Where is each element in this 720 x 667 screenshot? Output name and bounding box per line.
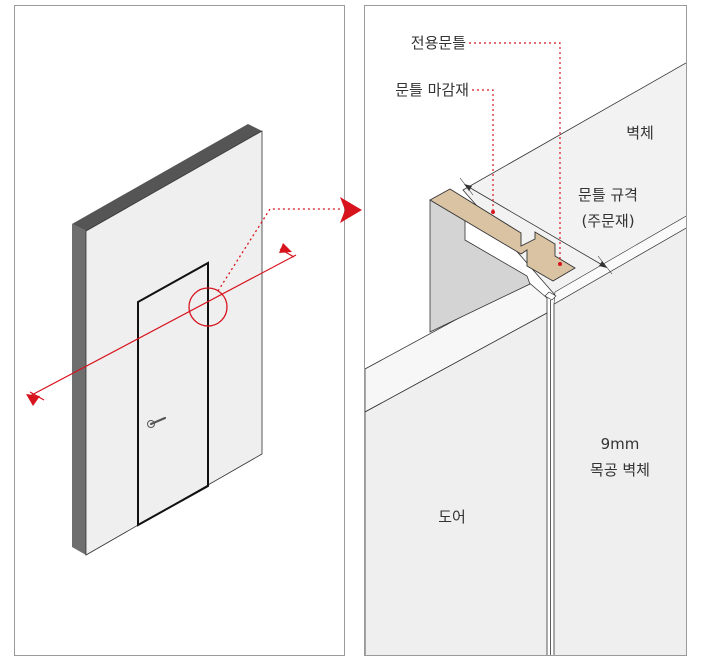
frame-profile (429, 188, 576, 282)
dimension-arrow-end-icon (599, 261, 607, 268)
left-panel (14, 5, 345, 656)
detail-callout-circle (188, 287, 228, 327)
frame-spec-dimension-line (466, 185, 605, 267)
frame-finish-leader (472, 89, 494, 210)
label-wall: 벽체 (626, 124, 654, 142)
label-dedicated-frame: 전용문틀 (411, 34, 466, 52)
section-arrow-right-icon (279, 243, 292, 253)
panel-connector-arrow-icon (340, 197, 362, 223)
label-door: 도어 (438, 508, 466, 526)
wall-top-edge (72, 124, 262, 231)
gap-notch (544, 291, 557, 301)
wall-left-side (72, 224, 86, 555)
frame-finish-leader-dot (491, 210, 495, 214)
wall-front-face (85, 130, 263, 556)
label-wood-wall-line2: 목공 벽체 (590, 461, 650, 479)
door-handle-icon (147, 416, 167, 428)
dedicated-frame-leader (469, 42, 561, 262)
label-frame-spec-line1: 문틀 규격 (578, 186, 638, 204)
section-cut-line (27, 254, 297, 398)
label-frame-finish: 문틀 마감재 (395, 81, 469, 99)
right-panel: 전용문틀 문틀 마감재 벽체 문틀 규격 (주문재) 9mm 목공 벽체 도어 (364, 5, 687, 656)
dimension-extension-1 (459, 177, 474, 196)
door-frame (137, 261, 209, 527)
door-leaf (365, 312, 548, 655)
label-wood-wall-line1: 9mm (601, 435, 640, 453)
right-panel-border (364, 5, 687, 656)
dedicated-frame-leader-dot (558, 262, 562, 266)
label-frame-spec-line2: (주문재) (581, 212, 634, 230)
section-arrow-left-icon (26, 394, 40, 406)
dimension-extension-2 (597, 255, 613, 275)
wall-layer-edge (553, 215, 686, 305)
